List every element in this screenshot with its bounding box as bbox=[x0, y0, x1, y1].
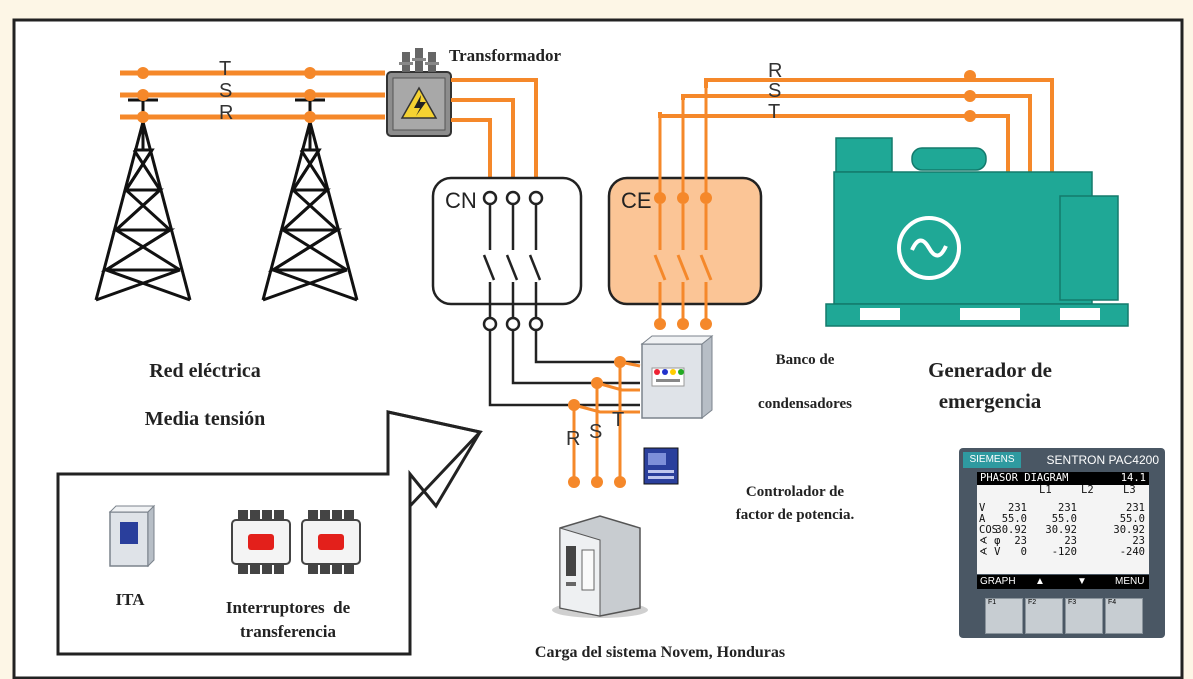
meter-col-l3: L3 bbox=[1123, 484, 1136, 496]
meter-value: 30.92 bbox=[1045, 524, 1077, 536]
softkey-up[interactable]: ▲ bbox=[1035, 576, 1045, 587]
meter-f2-button[interactable]: F2 bbox=[1025, 598, 1063, 634]
ce-label: CE bbox=[621, 188, 652, 213]
capacitor-bank-cabinet-icon bbox=[640, 334, 714, 420]
capacitor-bank-label-1: Banco de bbox=[775, 352, 835, 368]
meter-value: 23 bbox=[1064, 535, 1077, 547]
transformer-icon bbox=[386, 48, 452, 137]
load-phase-r: R bbox=[566, 428, 581, 450]
meter-row-label: A bbox=[979, 513, 986, 525]
transfer-switch-2-icon bbox=[301, 510, 361, 574]
meter-screen: PHASOR DIAGRAM 14.1 L1 L2 L3 V 231 231 2… bbox=[977, 472, 1149, 574]
transformer-label: Transformador bbox=[449, 46, 562, 65]
cn-switch-box bbox=[431, 176, 583, 306]
ce-switch-box bbox=[607, 176, 763, 306]
f4-label: F4 bbox=[1108, 599, 1117, 606]
gen-phase-t: T bbox=[768, 101, 781, 123]
transfer-switch-1-icon bbox=[231, 510, 291, 574]
voltage-label: Media tensión bbox=[144, 408, 266, 430]
meter-value: 55.0 bbox=[1119, 513, 1145, 525]
capacitor-feeder-lines bbox=[572, 360, 641, 482]
load-phase-s: S bbox=[589, 421, 603, 443]
meter-value: -120 bbox=[1051, 546, 1077, 558]
meter-screen-title: PHASOR DIAGRAM bbox=[980, 472, 1069, 484]
ita-cabinet-icon bbox=[108, 504, 156, 568]
meter-value: 231 bbox=[1058, 502, 1077, 514]
generator-label-2: emergencia bbox=[938, 389, 1042, 413]
generator-label-1: Generador de bbox=[928, 358, 1052, 382]
f2-label: F2 bbox=[1028, 599, 1037, 606]
meter-softkey-bar: GRAPH ▲ ▼ MENU bbox=[977, 575, 1149, 589]
cn-switch-contacts bbox=[482, 190, 544, 332]
meter-brand-badge: SIEMENS bbox=[963, 452, 1021, 468]
meter-value: 30.92 bbox=[995, 524, 1027, 536]
meter-row-current: A 55.0 55.0 55.0 bbox=[977, 514, 1149, 525]
grid-phase-lines bbox=[120, 70, 385, 120]
meter-col-l1: L1 bbox=[1039, 484, 1052, 496]
meter-col-l2: L2 bbox=[1081, 484, 1094, 496]
meter-value: 0 bbox=[1020, 546, 1027, 558]
grid-phase-t: T bbox=[219, 58, 232, 80]
meter-value: 30.92 bbox=[1113, 524, 1145, 536]
meter-f1-button[interactable]: F1 bbox=[985, 598, 1023, 634]
softkey-graph[interactable]: GRAPH bbox=[980, 576, 1016, 587]
sentron-power-meter: SIEMENS SENTRON PAC4200 PHASOR DIAGRAM 1… bbox=[959, 448, 1165, 638]
server-load-icon bbox=[552, 515, 648, 618]
meter-value: 55.0 bbox=[1051, 513, 1077, 525]
meter-f3-button[interactable]: F3 bbox=[1065, 598, 1103, 634]
meter-model: SENTRON PAC4200 bbox=[1046, 453, 1159, 467]
gen-phase-s: S bbox=[768, 80, 782, 102]
meter-row-angle-v: ∢ V 0 -120 -240 bbox=[977, 547, 1149, 558]
feeder-dots bbox=[568, 356, 626, 488]
f3-label: F3 bbox=[1068, 599, 1077, 606]
meter-row-label: COS bbox=[979, 524, 998, 536]
pf-controller-label-1: Controlador de bbox=[745, 484, 845, 500]
meter-value: -240 bbox=[1119, 546, 1145, 558]
meter-row-label: ∢ V bbox=[979, 546, 1001, 558]
f1-label: F1 bbox=[988, 599, 997, 606]
grid-label: Red eléctrica bbox=[149, 360, 261, 382]
pf-controller-icon bbox=[643, 447, 679, 485]
cn-label: CN bbox=[445, 188, 477, 213]
meter-row-phi: ∢ φ 23 23 23 bbox=[977, 536, 1149, 547]
meter-row-voltage: V 231 231 231 bbox=[977, 503, 1149, 514]
meter-row-label: ∢ φ bbox=[979, 535, 1001, 547]
meter-row-label: V bbox=[979, 502, 986, 514]
capacitor-bank-label-2: condensadores bbox=[758, 396, 852, 412]
transmission-tower-left-icon bbox=[94, 90, 192, 302]
load-label: Carga del sistema Novem, Honduras bbox=[534, 644, 786, 661]
meter-value: 231 bbox=[1008, 502, 1027, 514]
ita-label: ITA bbox=[115, 590, 145, 609]
meter-screen-header: PHASOR DIAGRAM 14.1 bbox=[977, 472, 1149, 485]
pf-controller-label-2: factor de potencia. bbox=[735, 507, 855, 523]
softkey-down[interactable]: ▼ bbox=[1077, 576, 1087, 587]
load-phase-t: T bbox=[612, 409, 625, 431]
transfer-switch-label-1: Interruptores de bbox=[225, 598, 351, 617]
grid-connection-dots bbox=[137, 67, 316, 123]
meter-value: 231 bbox=[1126, 502, 1145, 514]
grid-phase-s: S bbox=[219, 80, 233, 102]
ce-contact-dots bbox=[654, 192, 712, 330]
meter-value: 23 bbox=[1014, 535, 1027, 547]
meter-f4-button[interactable]: F4 bbox=[1105, 598, 1143, 634]
transformer-output-lines bbox=[451, 78, 538, 196]
grid-phase-r: R bbox=[219, 102, 234, 124]
transfer-switch-label-2: transferencia bbox=[240, 622, 336, 641]
meter-value: 23 bbox=[1132, 535, 1145, 547]
meter-row-cos: COS 30.92 30.92 30.92 bbox=[977, 525, 1149, 536]
softkey-menu[interactable]: MENU bbox=[1115, 576, 1145, 587]
meter-column-headers: L1 L2 L3 bbox=[977, 485, 1149, 496]
meter-screen-code: 14.1 bbox=[1120, 472, 1146, 484]
meter-value: 55.0 bbox=[1001, 513, 1027, 525]
generator-icon bbox=[825, 137, 1129, 327]
gen-phase-r: R bbox=[768, 60, 783, 82]
